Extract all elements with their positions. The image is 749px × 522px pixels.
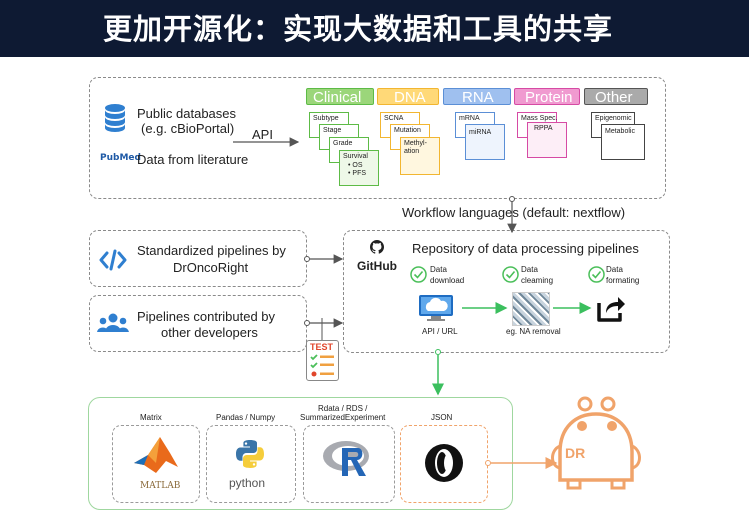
tag-clinical: Clinical [306,88,374,106]
check-circle-icon [410,266,427,283]
tag-other: Other [584,88,648,106]
tag-protein: Protein [514,88,580,106]
noisy-data-image [512,292,550,326]
format-json-label: JSON [431,413,453,422]
repository-box [343,230,670,353]
matlab-wordmark: MATLAB [140,481,181,491]
step-cleaning-label-1: Data [521,265,538,274]
card-metabolic: Metabolic [601,124,645,160]
cloud-download-icon [419,295,453,321]
users-icon [97,313,129,332]
python-wordmark: python [229,476,266,490]
data-sources-box [89,77,666,199]
github-label: GitHub [357,259,397,273]
r-logo [323,441,369,476]
step-download-label-2: download [430,276,465,285]
standardized-label-2: DrOncoRight [173,260,249,275]
format-rdata-box [303,425,395,503]
format-pandas-box [206,425,296,503]
output-formats-box [88,397,513,510]
tag-dna: DNA [377,88,439,106]
step-cleaning-label-2: cleaming [521,276,554,285]
card-mirna: miRNA [465,124,505,160]
card-survival: Survival • OS • PFS [339,150,379,186]
format-matrix-box [112,425,200,503]
literature-label: Data from literature [137,152,249,167]
matlab-logo [134,437,178,473]
code-icon [99,249,127,271]
robot-icon [551,396,641,490]
python-logo [236,440,264,468]
share-icon [597,297,625,322]
format-matrix-label: Matrix [140,413,162,422]
card-rppa: RPPA [527,122,567,158]
json-logo-icon [425,444,463,482]
step-download-caption: API / URL [422,327,458,336]
card-methylation: Methyl- ation [400,137,440,175]
check-circle-icon [588,266,605,283]
step-formatting-label-1: Data [606,265,623,274]
step-cleaning-caption: eg. NA removal [506,327,561,336]
check-circle-icon [502,266,519,283]
slide-title: 更加开源化：实现大数据和工具的共享 [103,12,614,46]
contributed-label-1: Pipelines contributed by [137,309,276,324]
title-bar: 更加开源化：实现大数据和工具的共享 [0,0,749,57]
workflow-languages-label: Workflow languages (default: nextflow) [402,205,626,220]
github-icon [370,240,384,254]
step-formatting-label-2: formating [606,276,640,285]
standardized-label-1: Standardized pipelines by [137,243,286,258]
cbioportal-label: (e.g. cBioPortal) [141,121,235,136]
format-rdata-label-2: SummarizedExperiment [300,413,386,422]
test-label: TEST [310,342,334,352]
database-icon [105,104,125,132]
format-rdata-label-1: Rdata / RDS / [318,404,368,413]
format-pandas-label: Pandas / Numpy [216,413,276,422]
contributed-label-2: other developers [161,325,258,340]
api-label: API [252,127,273,142]
public-databases-label: Public databases [137,106,237,121]
step-download-label-1: Data [430,265,447,274]
robot-label: DR [565,445,586,461]
pubmed-logo: PubMed [100,153,141,163]
repository-title: Repository of data processing pipelines [412,241,639,256]
tag-rna: RNA [443,88,511,106]
test-checklist-icon: TEST [306,340,339,381]
